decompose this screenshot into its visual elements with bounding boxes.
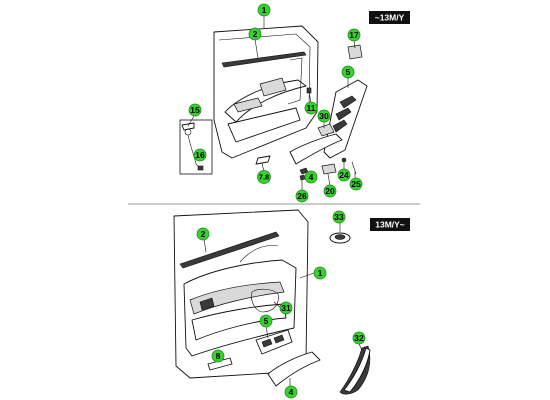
svg-text:15: 15 [190,105,200,115]
svg-text:33: 33 [334,212,344,222]
panel-upper-curve-lower [239,245,279,263]
callout-lower-5: 5 [259,314,273,328]
callout-upper-7-8: 7.8 [257,170,271,184]
svg-text:5: 5 [346,67,351,77]
callout-upper-20: 20 [323,184,337,198]
svg-text:20: 20 [325,186,335,196]
inner-handle-lower [199,297,215,311]
callout-lower-4: 4 [284,385,298,399]
callout-upper-11: 11 [304,101,318,115]
window-switch-panel-lower [255,329,293,355]
callout-upper-30: 30 [317,109,331,123]
harness-wire-16 [187,134,201,169]
bracket-20 [321,163,337,175]
svg-text:2: 2 [201,229,206,239]
lower-callouts: 33 2 1 31 5 8 32 4 [196,210,366,399]
belt-weatherstrip-upper [221,51,307,68]
svg-text:2: 2 [253,29,258,39]
svg-text:16: 16 [195,150,205,160]
upper-section-tag: ~13M/Y [369,11,410,24]
svg-text:7.8: 7.8 [259,173,269,182]
callout-upper-16: 16 [193,148,207,162]
callout-upper-15: 15 [188,103,202,117]
switch-bezel-upper [259,77,287,97]
harness-bracket-15 [181,122,195,131]
lower-section-tag: 13M/Y~ [370,218,410,231]
callout-upper-17: 17 [347,28,361,42]
upper-tag-box [369,11,410,24]
door-pocket-lower [191,303,287,341]
callout-upper-5: 5 [341,65,355,79]
svg-text:17: 17 [349,30,359,40]
nut-26 [299,174,306,181]
trim-strip-32-face [343,347,371,393]
tweeter-33 [329,232,351,244]
callout-lower-2: 2 [196,227,210,241]
door-pocket-upper [227,107,301,143]
svg-text:24: 24 [339,170,349,180]
connector-16 [197,165,204,171]
svg-text:1: 1 [318,268,323,278]
screw-25 [351,161,357,175]
window-switch-panel-upper [323,79,368,159]
svg-text:1: 1 [262,5,267,15]
pull-handle-upper [233,97,263,113]
svg-text:25: 25 [351,179,361,189]
speaker-area-31 [251,288,279,313]
upper-tag-label: ~13M/Y [375,13,405,23]
belt-weatherstrip-lower [179,231,280,269]
callout-upper-25: 25 [349,177,363,191]
upper-callouts: 1 2 17 5 11 15 16 30 7.8 4 20 24 25 26 [188,3,363,203]
callout-upper-1: 1 [257,3,271,17]
svg-text:8: 8 [216,351,221,361]
callout-upper-4: 4 [304,170,318,184]
upper-section: ~13M/Y [179,3,410,203]
screw-24 [341,157,347,163]
window-switch-keys-upper [332,95,357,133]
switch-17 [347,44,363,60]
svg-text:26: 26 [297,191,307,201]
garnish-7-8 [255,155,271,165]
armrest-cover-top-30 [317,123,335,137]
upper-leaders [187,15,356,191]
callout-lower-31: 31 [279,301,293,315]
callout-lower-32: 32 [352,331,366,345]
lower-tag-box [370,218,410,231]
callout-lower-33: 33 [332,210,346,224]
armrest-cover-4-lower [267,351,321,387]
svg-text:30: 30 [319,111,329,121]
callout-upper-26: 26 [295,189,309,203]
callout-upper-2: 2 [248,27,262,41]
window-switch-keys-lower [261,334,285,348]
armrest-cover-30 [289,133,343,165]
svg-text:4: 4 [289,387,294,397]
lower-section: 13M/Y~ [173,209,410,399]
callout-lower-1: 1 [313,266,327,280]
svg-text:31: 31 [281,303,291,313]
lower-tag-label: 13M/Y~ [375,220,405,230]
svg-text:11: 11 [307,103,316,113]
panel-grip-line [287,57,303,105]
grommet-15 [184,128,192,136]
callout-lower-8: 8 [211,349,225,363]
harness-frame [179,119,213,175]
svg-text:4: 4 [309,172,314,182]
svg-text:32: 32 [354,333,364,343]
armrest-upper [224,79,307,123]
svg-text:5: 5 [264,316,269,326]
callout-upper-24: 24 [337,168,351,182]
